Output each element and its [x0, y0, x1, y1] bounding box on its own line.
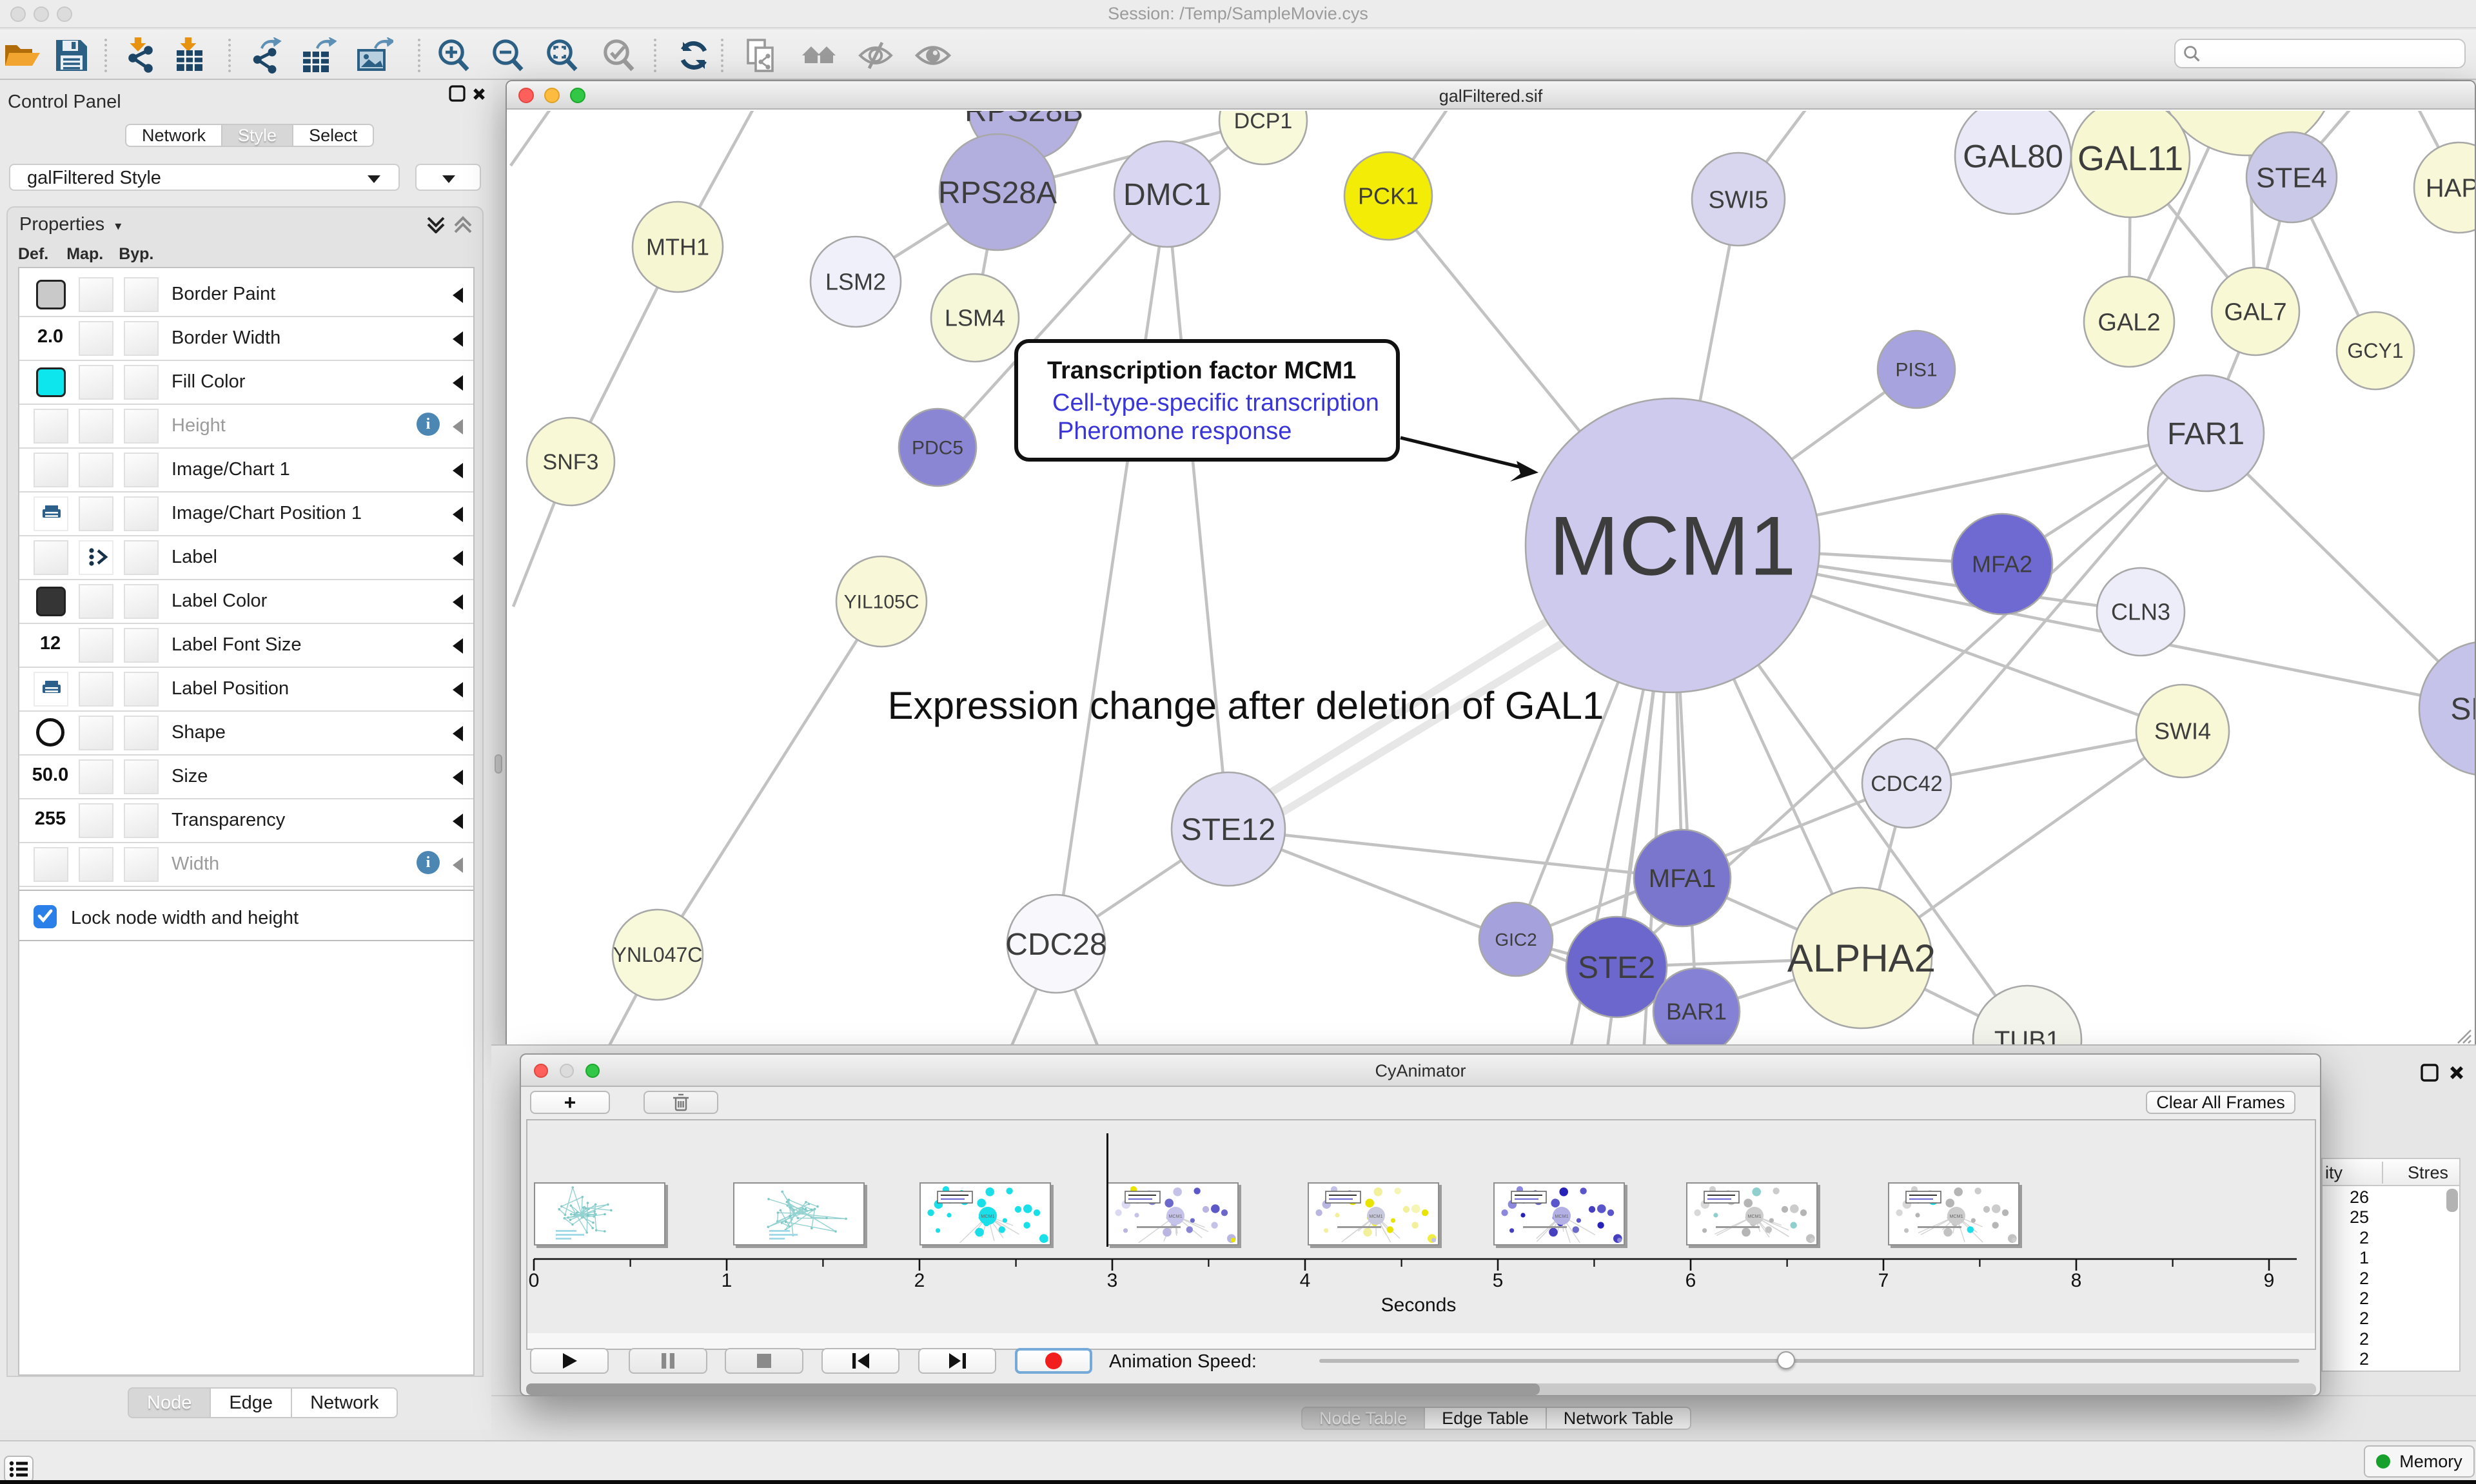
svg-text:TUB1: TUB1 — [1994, 1026, 2060, 1044]
svg-text:4: 4 — [1300, 1270, 1311, 1291]
svg-text:MCM1: MCM1 — [1555, 1213, 1568, 1219]
svg-text:MCM1: MCM1 — [1369, 1213, 1382, 1219]
svg-text:STE12: STE12 — [1181, 813, 1276, 847]
svg-text:CDC42: CDC42 — [1871, 772, 1942, 796]
svg-text:GCY1: GCY1 — [2347, 339, 2403, 362]
svg-text:SNF3: SNF3 — [543, 450, 599, 474]
svg-text:Cell-type-specific transcripti: Cell-type-specific transcription — [1052, 389, 1379, 416]
svg-text:ALPHA2: ALPHA2 — [1787, 937, 1936, 980]
svg-text:Seconds: Seconds — [1381, 1294, 1457, 1316]
svg-text:3: 3 — [1107, 1270, 1118, 1291]
svg-text:LSM2: LSM2 — [825, 269, 886, 295]
svg-text:LSM4: LSM4 — [945, 305, 1005, 331]
svg-text:8: 8 — [2071, 1270, 2082, 1291]
svg-text:0: 0 — [529, 1270, 540, 1291]
svg-text:CDC28: CDC28 — [1005, 928, 1106, 962]
svg-text:RPS28A: RPS28A — [938, 176, 1057, 210]
svg-text:PIS1: PIS1 — [1895, 360, 1937, 381]
svg-text:HAP2: HAP2 — [2426, 174, 2475, 202]
svg-text:YIL105C: YIL105C — [844, 592, 919, 613]
svg-text:MCM1: MCM1 — [1949, 1213, 1963, 1219]
svg-text:FAR1: FAR1 — [2167, 417, 2245, 451]
svg-text:MCM1: MCM1 — [1747, 1213, 1761, 1219]
svg-text:CLN3: CLN3 — [2111, 599, 2170, 625]
svg-text:MCM1: MCM1 — [1549, 499, 1796, 593]
svg-text:SWI4: SWI4 — [2154, 718, 2211, 745]
svg-text:GAL7: GAL7 — [2224, 298, 2286, 326]
svg-text:5: 5 — [1493, 1270, 1504, 1291]
svg-text:MFA2: MFA2 — [1972, 551, 2032, 578]
svg-text:GIC2: GIC2 — [1495, 930, 1537, 950]
svg-text:9: 9 — [2264, 1270, 2275, 1291]
svg-text:7: 7 — [1878, 1270, 1889, 1291]
svg-text:GAL11: GAL11 — [2078, 139, 2183, 178]
svg-text:GAL2: GAL2 — [2098, 309, 2160, 336]
svg-text:SLT2: SLT2 — [2450, 692, 2475, 727]
svg-text:Pheromone response: Pheromone response — [1057, 418, 1292, 445]
svg-text:YNL047C: YNL047C — [613, 943, 703, 966]
svg-text:MCM1: MCM1 — [981, 1213, 994, 1219]
svg-text:SWI5: SWI5 — [1709, 186, 1769, 213]
svg-text:PDC5: PDC5 — [912, 438, 963, 459]
svg-text:DCP1: DCP1 — [1234, 111, 1293, 133]
svg-text:MCM1: MCM1 — [1168, 1213, 1182, 1219]
svg-text:2: 2 — [914, 1270, 925, 1291]
svg-text:STE2: STE2 — [1578, 951, 1655, 985]
svg-text:BAR1: BAR1 — [1666, 999, 1727, 1025]
svg-text:MTH1: MTH1 — [646, 234, 709, 260]
svg-text:PCK1: PCK1 — [1358, 183, 1419, 210]
svg-text:6: 6 — [1685, 1270, 1696, 1291]
svg-text:1: 1 — [722, 1270, 732, 1291]
svg-text:STE4: STE4 — [2256, 162, 2327, 193]
svg-text:Expression change after deleti: Expression change after deletion of GAL1 — [888, 684, 1604, 727]
svg-text:RPS28B: RPS28B — [965, 111, 1083, 128]
svg-text:DMC1: DMC1 — [1123, 178, 1211, 212]
svg-text:Transcription factor MCM1: Transcription factor MCM1 — [1047, 357, 1356, 384]
svg-text:GAL80: GAL80 — [1963, 139, 2063, 175]
svg-text:MFA1: MFA1 — [1649, 864, 1716, 893]
